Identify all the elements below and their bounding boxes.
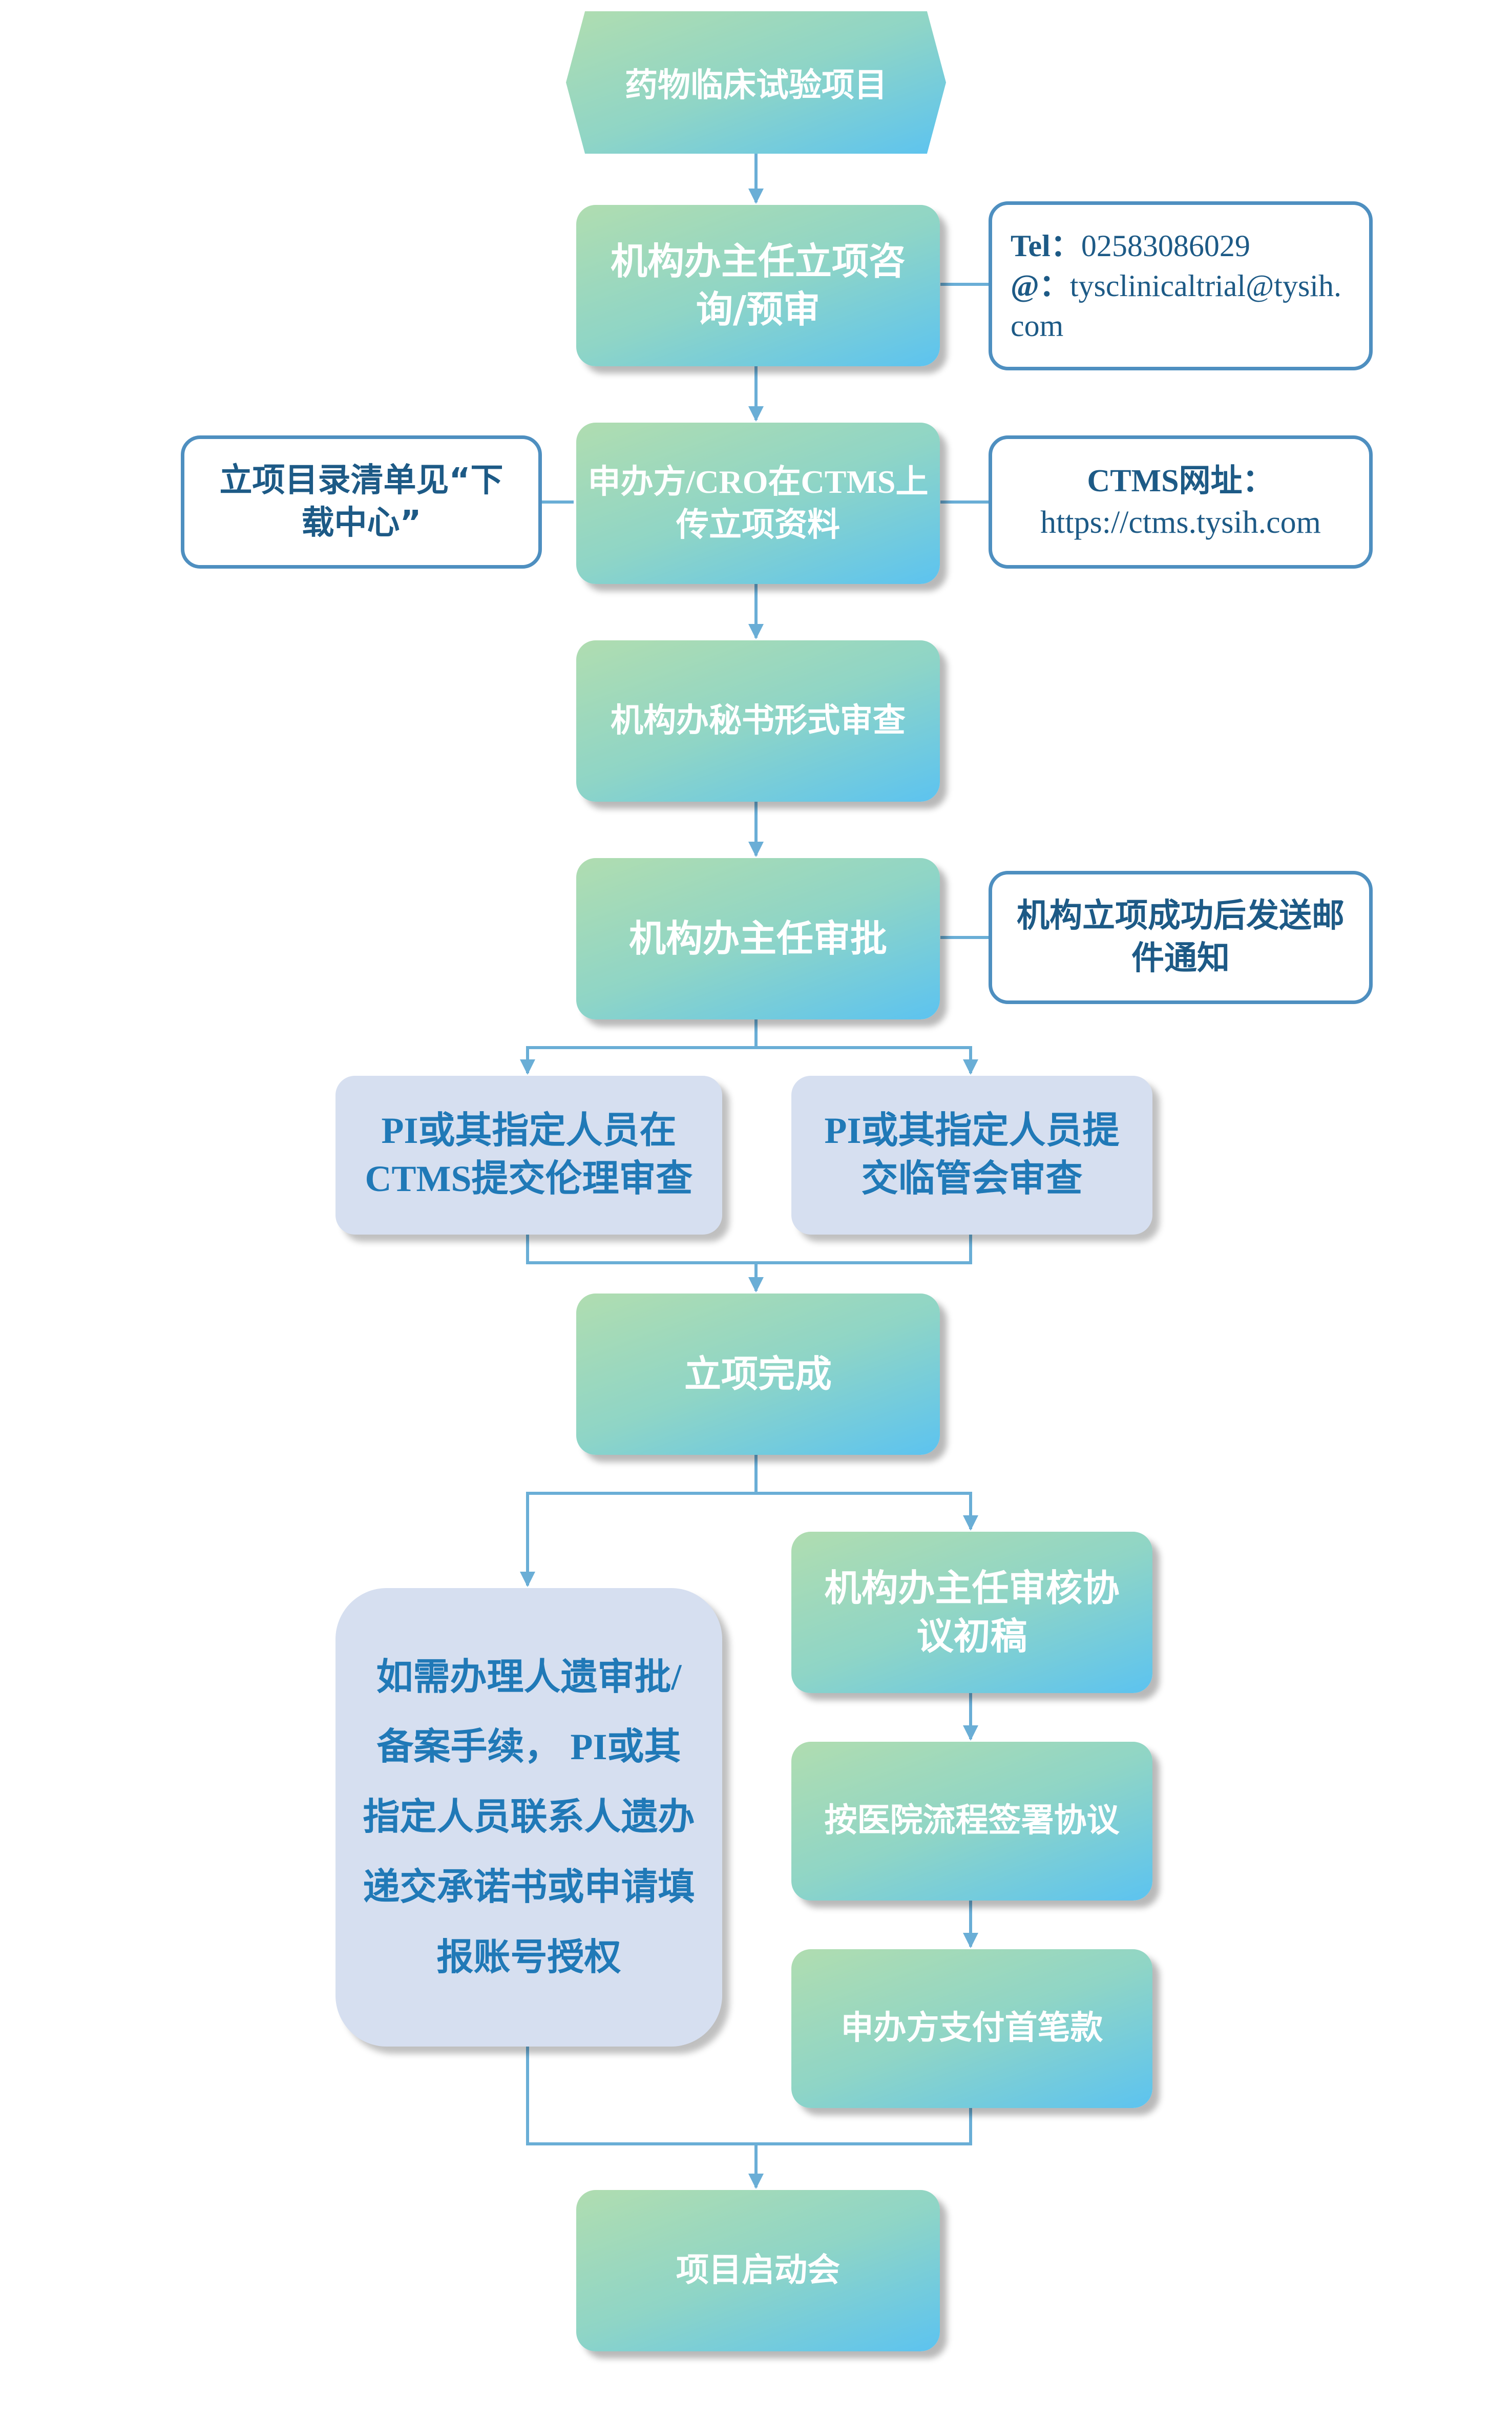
sign-node: 按医院流程签署协议 <box>791 1742 1152 1901</box>
payment-node: 申办方支付首笔款 <box>791 1949 1152 2108</box>
upload-label: 申办方/CRO在CTMS上传立项资料 <box>587 464 929 543</box>
tel-value: 02583086029 <box>1081 229 1250 263</box>
contact-text: Tel：02583086029 @：tysclinicaltrial@tysih… <box>1011 226 1354 346</box>
ethics-node: PI或其指定人员在CTMS提交伦理审查 <box>335 1076 722 1235</box>
tel-label: Tel： <box>1011 229 1081 263</box>
clinical-review-node: PI或其指定人员提交临管会审查 <box>791 1076 1152 1235</box>
payment-label: 申办方支付首笔款 <box>841 2009 1103 2048</box>
hgrac-node: 如需办理人遗审批/备案手续， PI或其指定人员联系人遗办递交承诺书或申请填报账号… <box>335 1588 722 2047</box>
email-label: @： <box>1011 269 1070 303</box>
ctms-url[interactable]: https://ctms.tysih.com <box>1040 505 1321 540</box>
contact-box: Tel：02583086029 @：tysclinicaltrial@tysih… <box>989 201 1373 370</box>
form-review-label: 机构办秘书形式审查 <box>611 701 906 740</box>
ctms-url-box: CTMS网址： https://ctms.tysih.com <box>989 435 1373 569</box>
clinical-review-label: PI或其指定人员提交临管会审查 <box>824 1110 1120 1199</box>
complete-label: 立项完成 <box>684 1352 832 1395</box>
complete-node: 立项完成 <box>576 1294 940 1455</box>
download-note-box: 立项目录清单见“下载中心” <box>181 435 542 569</box>
upload-node: 申办方/CRO在CTMS上传立项资料 <box>576 423 940 584</box>
start-label: 药物临床试验项目 <box>625 67 887 105</box>
sign-label: 按医院流程签署协议 <box>824 1802 1120 1840</box>
download-note-text: 立项目录清单见“下载中心” <box>219 461 503 542</box>
email-notice-box: 机构立项成功后发送邮件通知 <box>989 871 1373 1004</box>
kickoff-label: 项目启动会 <box>676 2251 840 2289</box>
kickoff-node: 项目启动会 <box>576 2190 940 2351</box>
split-approval <box>520 1019 758 1075</box>
email-notice-text: 机构立项成功后发送邮件通知 <box>1017 896 1345 977</box>
merge-to-complete <box>526 1235 972 1264</box>
agreement-review-label: 机构办主任审核协议初稿 <box>824 1566 1120 1658</box>
ctms-label: CTMS网址： <box>1087 464 1274 499</box>
form-review-node: 机构办秘书形式审查 <box>576 640 940 802</box>
consult-node: 机构办主任立项咨询/预审 <box>576 205 940 366</box>
split-approval-right <box>756 1046 978 1075</box>
split-complete-right <box>756 1492 978 1531</box>
email-value: tysclinicaltrial@tysih.com <box>1011 269 1341 343</box>
consult-label: 机构办主任立项咨询/预审 <box>610 239 906 331</box>
approval-label: 机构办主任审批 <box>628 916 887 960</box>
agreement-review-node: 机构办主任审核协议初稿 <box>791 1532 1152 1693</box>
hgrac-label: 如需办理人遗审批/备案手续， PI或其指定人员联系人遗办递交承诺书或申请填报账号… <box>363 1656 695 1978</box>
merge-to-kickoff <box>526 2047 972 2145</box>
ethics-label: PI或其指定人员在CTMS提交伦理审查 <box>365 1110 693 1199</box>
approval-node: 机构办主任审批 <box>576 858 940 1019</box>
split-complete <box>520 1455 758 1587</box>
start-node: 药物临床试验项目 <box>566 11 946 154</box>
